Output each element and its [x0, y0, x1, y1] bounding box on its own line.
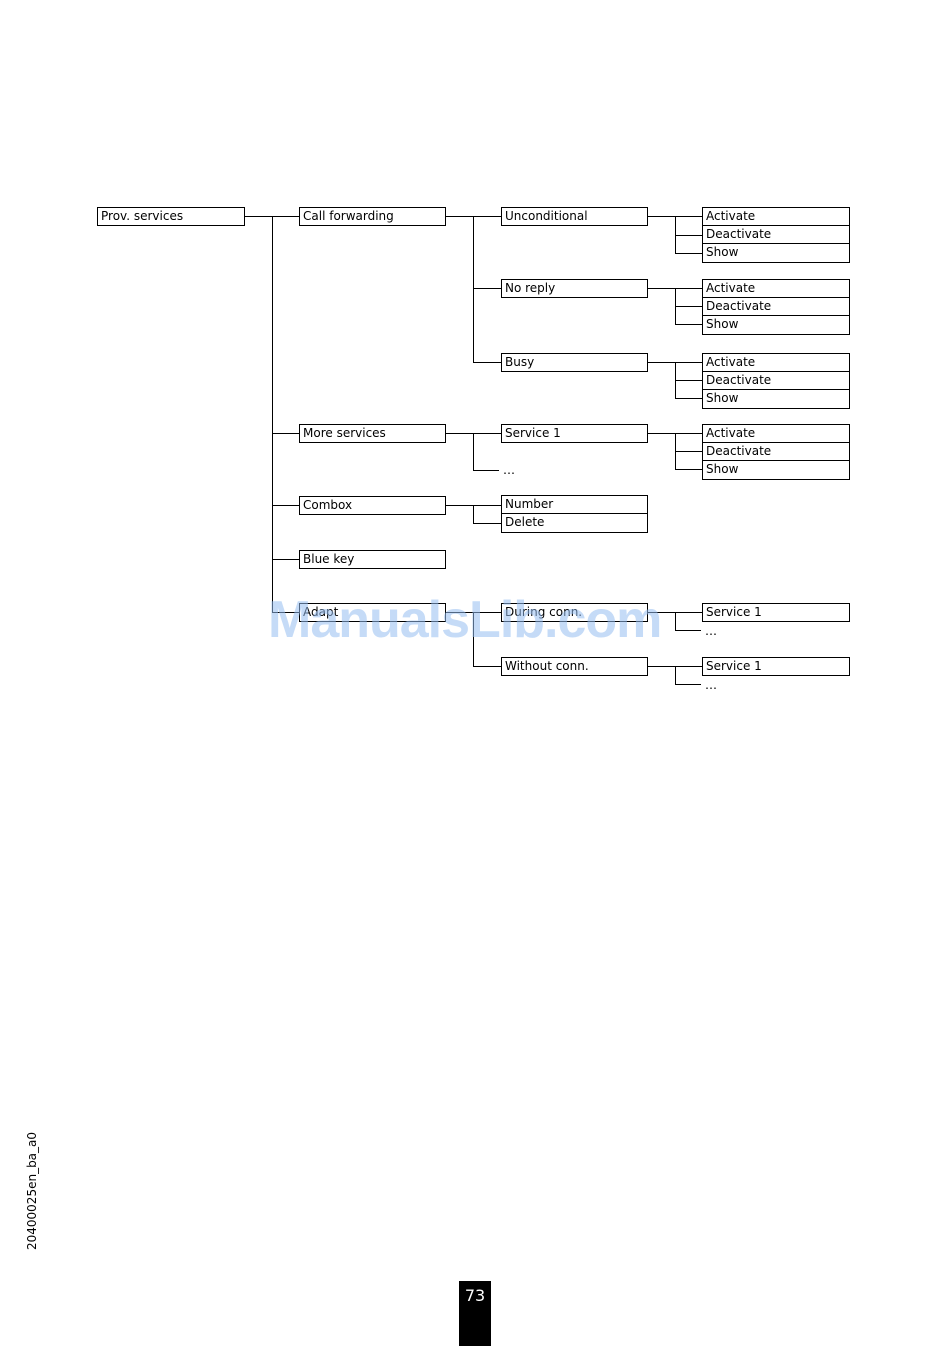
option-activate: Activate	[703, 425, 849, 443]
busy-options: Activate Deactivate Show	[702, 353, 850, 409]
node-without-conn: Without conn.	[501, 657, 648, 676]
connector	[473, 433, 474, 471]
connector	[446, 216, 502, 217]
connector	[675, 451, 703, 452]
option-deactivate: Deactivate	[703, 298, 849, 316]
node-prov-services: Prov. services	[97, 207, 245, 226]
connector	[675, 235, 703, 236]
connector	[473, 612, 474, 667]
connector	[473, 470, 499, 471]
connector	[446, 505, 502, 506]
option-deactivate: Deactivate	[703, 226, 849, 244]
service-1-options: Activate Deactivate Show	[702, 424, 850, 480]
node-during-conn-service-1: Service 1	[702, 603, 850, 622]
option-activate: Activate	[703, 208, 849, 226]
connector	[675, 666, 676, 685]
unconditional-options: Activate Deactivate Show	[702, 207, 850, 263]
connector	[473, 523, 502, 524]
combox-options: Number Delete	[501, 495, 648, 533]
option-activate: Activate	[703, 354, 849, 372]
no-reply-options: Activate Deactivate Show	[702, 279, 850, 335]
option-show: Show	[706, 317, 739, 331]
node-call-forwarding: Call forwarding	[299, 207, 446, 226]
connector	[272, 559, 300, 560]
connector	[272, 216, 273, 612]
connector	[473, 362, 502, 363]
node-combox: Combox	[299, 496, 446, 515]
node-no-reply: No reply	[501, 279, 648, 298]
page-number: 73	[459, 1281, 491, 1346]
option-deactivate: Deactivate	[703, 443, 849, 461]
connector	[473, 666, 502, 667]
connector	[675, 324, 703, 325]
ellipsis-more: …	[503, 463, 515, 477]
option-activate: Activate	[703, 280, 849, 298]
watermark: ManualsLib.com	[268, 591, 662, 649]
ellipsis-more: …	[705, 624, 717, 638]
connector	[675, 380, 703, 381]
connector	[446, 612, 502, 613]
option-delete: Delete	[505, 515, 545, 529]
node-service-1: Service 1	[501, 424, 648, 443]
option-show: Show	[706, 245, 739, 259]
ellipsis-more: …	[705, 678, 717, 692]
node-during-conn: During conn.	[501, 603, 648, 622]
node-blue-key: Blue key	[299, 550, 446, 569]
connector	[675, 306, 703, 307]
option-show: Show	[706, 462, 739, 476]
node-adapt: Adapt	[299, 603, 446, 622]
option-number: Number	[502, 496, 647, 514]
connector	[675, 684, 701, 685]
connector	[473, 505, 474, 524]
node-more-services: More services	[299, 424, 446, 443]
connector	[675, 469, 703, 470]
connector	[272, 612, 300, 613]
option-show: Show	[706, 391, 739, 405]
option-deactivate: Deactivate	[703, 372, 849, 390]
connector	[675, 398, 703, 399]
connector	[675, 253, 703, 254]
connector	[473, 288, 502, 289]
connector	[675, 612, 676, 631]
node-unconditional: Unconditional	[501, 207, 648, 226]
connector	[272, 505, 300, 506]
node-busy: Busy	[501, 353, 648, 372]
connector	[446, 433, 502, 434]
node-without-conn-service-1: Service 1	[702, 657, 850, 676]
connector	[473, 216, 474, 363]
connector	[272, 433, 300, 434]
connector	[675, 630, 701, 631]
document-code: 20400025en_ba_a0	[25, 1131, 39, 1250]
